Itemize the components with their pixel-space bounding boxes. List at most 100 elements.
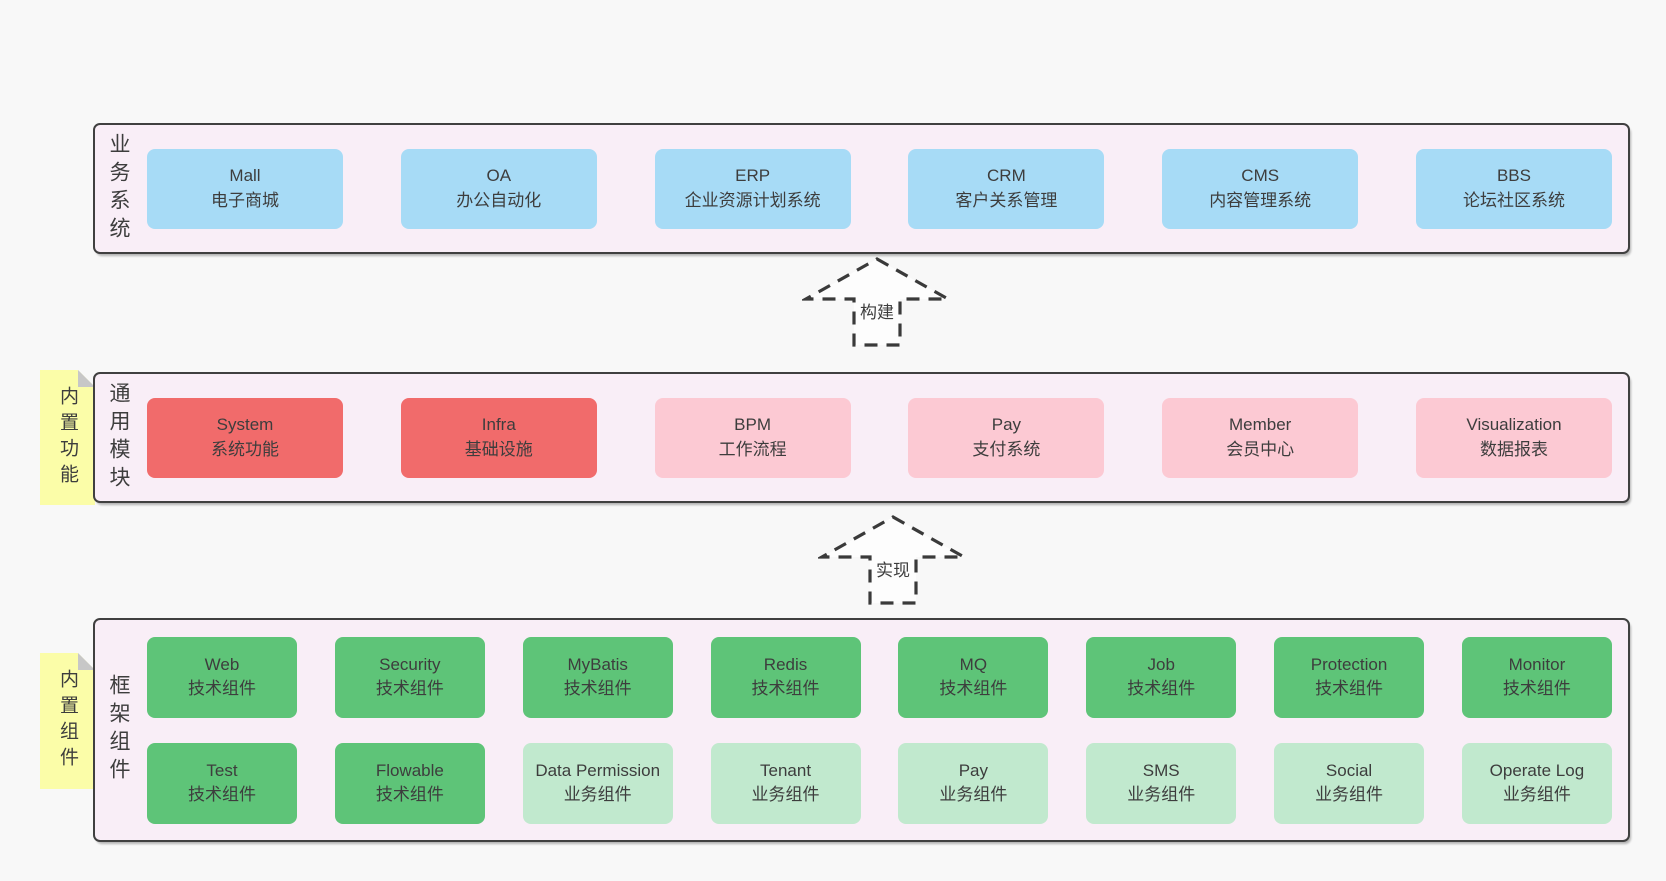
module-name: Data Permission: [535, 760, 661, 780]
module-box-social: Social 业务组件: [1274, 742, 1425, 824]
module-box-mq: MQ 技术组件: [898, 636, 1049, 718]
module-name: Visualization: [1466, 415, 1562, 435]
module-box-mybatis: MyBatis 技术组件: [522, 636, 673, 718]
module-box-flowable: Flowable 技术组件: [334, 742, 485, 824]
module-name: Test: [206, 760, 238, 780]
module-desc: 支付系统: [972, 439, 1041, 459]
module-name: Infra: [481, 415, 516, 435]
module-row: Mall 电子商城 OA 办公自动化 ERP 企业资源计划系统 CRM 客户关系管理 CMS 内容…: [147, 148, 1612, 229]
module-box-web: Web 技术组件: [147, 636, 297, 718]
module-name: Operate Log: [1489, 760, 1585, 780]
band-label: 通用模块: [107, 381, 130, 494]
module-name: BBS: [1496, 166, 1531, 186]
sticky-label: 内置功能: [57, 385, 78, 490]
module-box-member: Member 会员中心: [1162, 397, 1359, 478]
module-desc: 业务组件: [939, 785, 1008, 804]
module-row: System 系统功能 Infra 基础设施 BPM 工作流程 Pay 支付系统 Member 会…: [147, 397, 1612, 478]
module-box-oa: OA 办公自动化: [400, 148, 597, 229]
module-name: Member: [1229, 415, 1292, 435]
module-name: OA: [486, 166, 512, 186]
module-desc: 企业资源计划系统: [684, 190, 821, 210]
module-desc: 会员中心: [1226, 439, 1295, 459]
module-name: CMS: [1241, 166, 1280, 186]
module-name: MyBatis: [567, 654, 628, 674]
band-rows: Mall 电子商城 OA 办公自动化 ERP 企业资源计划系统 CRM 客户关系管理 CMS 内容…: [147, 125, 1612, 252]
module-name: CRM: [987, 166, 1026, 186]
module-box-pay: Pay 业务组件: [898, 742, 1049, 824]
module-name: BPM: [734, 415, 772, 435]
module-name: SMS: [1142, 760, 1180, 780]
module-desc: 数据报表: [1479, 439, 1548, 459]
module-desc: 内容管理系统: [1209, 190, 1312, 210]
module-name: Flowable: [375, 760, 444, 780]
module-name: Redis: [763, 654, 808, 674]
module-desc: 技术组件: [375, 785, 444, 804]
module-name: Social: [1325, 760, 1373, 780]
module-desc: 业务组件: [751, 785, 820, 804]
module-desc: 办公自动化: [456, 190, 542, 210]
module-desc: 技术组件: [375, 679, 444, 698]
module-box-job: Job 技术组件: [1086, 636, 1237, 718]
module-name: Job: [1147, 654, 1175, 674]
module-desc: 基础设施: [464, 439, 533, 459]
module-desc: 业务组件: [1502, 785, 1571, 804]
module-desc: 技术组件: [939, 679, 1008, 698]
module-desc: 技术组件: [563, 679, 632, 698]
module-box-cms: CMS 内容管理系统: [1162, 148, 1359, 229]
module-desc: 技术组件: [1315, 679, 1384, 698]
module-name: System: [216, 415, 274, 435]
band-label: 业务系统: [107, 132, 130, 245]
module-box-operate-log: Operate Log 业务组件: [1461, 742, 1612, 824]
sticky-note-builtin-features: 内置功能: [40, 370, 95, 505]
implement-arrow: 实现: [818, 514, 968, 606]
module-name: Security: [379, 654, 441, 674]
module-box-crm: CRM 客户关系管理: [908, 148, 1105, 229]
module-box-visualization: Visualization 数据报表: [1415, 397, 1612, 478]
module-desc: 技术组件: [751, 679, 820, 698]
module-name: Web: [204, 654, 240, 674]
band-rows: System 系统功能 Infra 基础设施 BPM 工作流程 Pay 支付系统 Member 会…: [147, 374, 1612, 501]
module-desc: 业务组件: [563, 785, 632, 804]
band-label: 框架组件: [107, 674, 130, 786]
module-box-bpm: BPM 工作流程: [654, 397, 851, 478]
module-box-system: System 系统功能: [147, 397, 343, 478]
module-desc: 工作流程: [718, 439, 787, 459]
module-box-sms: SMS 业务组件: [1086, 742, 1237, 824]
module-desc: 技术组件: [1502, 679, 1571, 698]
module-name: Pay: [958, 760, 989, 780]
module-box-tenant: Tenant 业务组件: [710, 742, 861, 824]
module-desc: 电子商城: [211, 190, 279, 210]
module-box-mall: Mall 电子商城: [147, 148, 343, 229]
module-desc: 业务组件: [1127, 785, 1196, 804]
module-name: ERP: [735, 166, 771, 186]
module-desc: 业务组件: [1315, 785, 1384, 804]
arrow-label: 实现: [873, 556, 913, 581]
module-name: Pay: [991, 415, 1022, 435]
module-name: MQ: [959, 654, 988, 674]
build-arrow: 构建: [802, 256, 952, 348]
module-box-test: Test 技术组件: [147, 742, 297, 824]
sticky-note-builtin-components: 内置组件: [40, 653, 95, 789]
module-name: Mall: [229, 166, 261, 186]
module-box-infra: Infra 基础设施: [400, 397, 597, 478]
module-desc: 系统功能: [211, 439, 279, 459]
arrow-label: 构建: [857, 298, 897, 323]
module-desc: 客户关系管理: [955, 190, 1058, 210]
band-framework-components: 框架组件 Web 技术组件 Security 技术组件 MyBatis 技术组件 Redis…: [93, 618, 1630, 842]
module-desc: 技术组件: [1127, 679, 1196, 698]
module-box-security: Security 技术组件: [334, 636, 485, 718]
module-name: Tenant: [760, 760, 812, 780]
band-common-modules: 通用模块 System 系统功能 Infra 基础设施 BPM 工作流程 Pay 支付系统 Me…: [93, 372, 1630, 503]
module-desc: 技术组件: [188, 785, 256, 804]
module-desc: 技术组件: [188, 679, 256, 698]
module-box-pay: Pay 支付系统: [908, 397, 1105, 478]
sticky-label: 内置组件: [57, 669, 78, 773]
module-box-data-permission: Data Permission 业务组件: [522, 742, 673, 824]
